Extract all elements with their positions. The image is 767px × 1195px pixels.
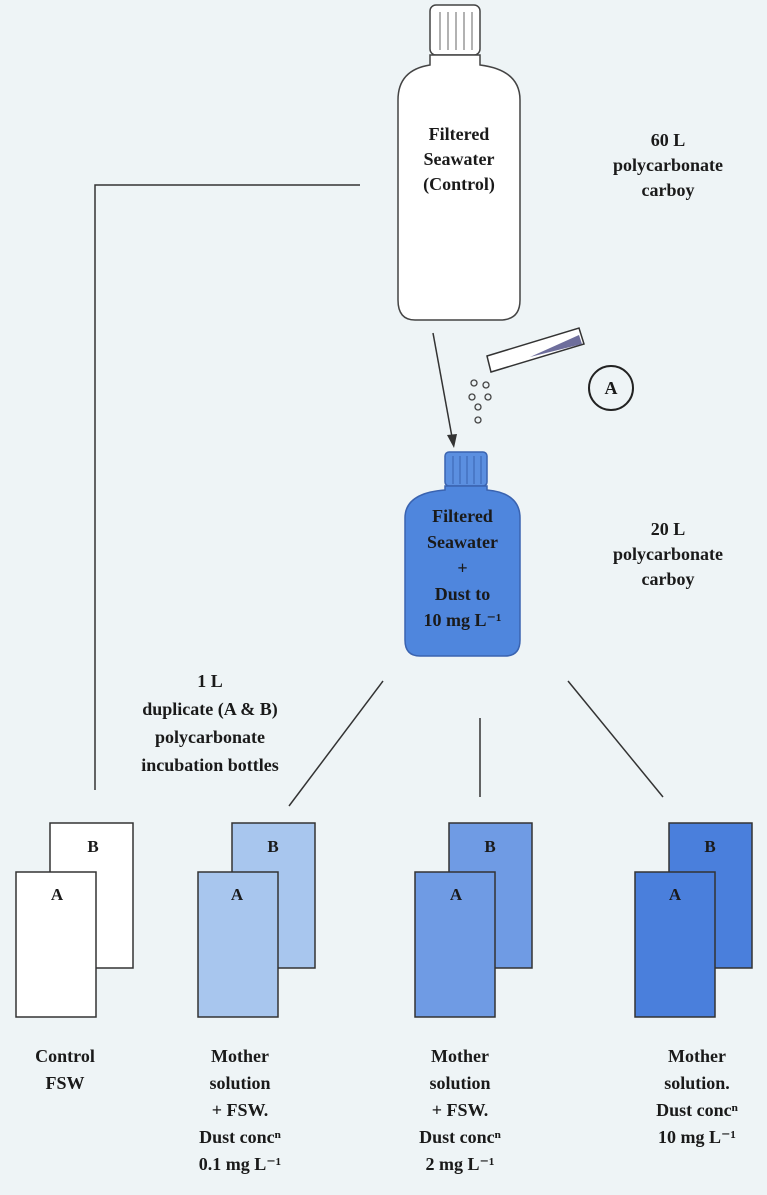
carboy-60l-cap-ridges xyxy=(439,12,473,50)
bottle-b-label-10: B xyxy=(704,837,716,856)
bottle-a-label-2: A xyxy=(449,885,463,904)
carboy-60l-contents: Filtered Seawater (Control) xyxy=(423,124,495,194)
treatment-caption-control: Control FSW xyxy=(35,1046,95,1093)
bottle-pair-2 xyxy=(414,822,533,1018)
treatment-caption-10: Mother solution. Dust concⁿ 10 mg L⁻¹ xyxy=(656,1046,738,1147)
distribution-lines xyxy=(288,680,664,807)
dust-vial xyxy=(486,327,585,373)
bottle-a-10 xyxy=(634,871,716,1018)
bottle-b-label-2: B xyxy=(484,837,496,856)
dust-particles xyxy=(468,379,492,424)
carboy-20l xyxy=(404,451,521,657)
dust-marker-circle: A xyxy=(588,365,634,411)
carboy-20l-caption: 20 L polycarbonate carboy xyxy=(613,519,723,589)
bottle-a-control xyxy=(15,871,97,1018)
carboy-20l-body xyxy=(404,485,521,657)
carboy-60l-caption: 60 L polycarbonate carboy xyxy=(613,130,723,200)
bottle-a-label-0-1: A xyxy=(230,885,244,904)
bottle-b-label-0-1: B xyxy=(267,837,279,856)
bottle-pair-0-1 xyxy=(197,822,316,1018)
carboy-60l-body xyxy=(397,54,521,321)
carboy-60l xyxy=(397,4,521,321)
bottle-b-label-control: B xyxy=(87,837,99,856)
bottle-a-2 xyxy=(414,871,496,1018)
bottle-pair-control xyxy=(15,822,134,1018)
carboy-20l-cap-ridges xyxy=(452,456,482,484)
line-to-treatment-0-1 xyxy=(288,680,384,807)
bottle-a-label-10: A xyxy=(668,885,682,904)
treatment-caption-2: Mother solution + FSW. Dust concⁿ 2 mg L… xyxy=(419,1046,501,1174)
bottle-pair-10 xyxy=(634,822,753,1018)
bottle-a-label-control: A xyxy=(50,885,64,904)
control-feed-line xyxy=(94,184,360,790)
transfer-arrow xyxy=(432,332,457,448)
carboy-20l-contents: Filtered Seawater + Dust to 10 mg L⁻¹ xyxy=(423,506,502,630)
bottle-a-0-1 xyxy=(197,871,279,1018)
incubation-bottles-note: 1 L duplicate (A & B) polycarbonate incu… xyxy=(141,671,279,775)
treatment-caption-0-1: Mother solution + FSW. Dust concⁿ 0.1 mg… xyxy=(198,1046,282,1174)
line-to-treatment-10 xyxy=(567,680,664,798)
